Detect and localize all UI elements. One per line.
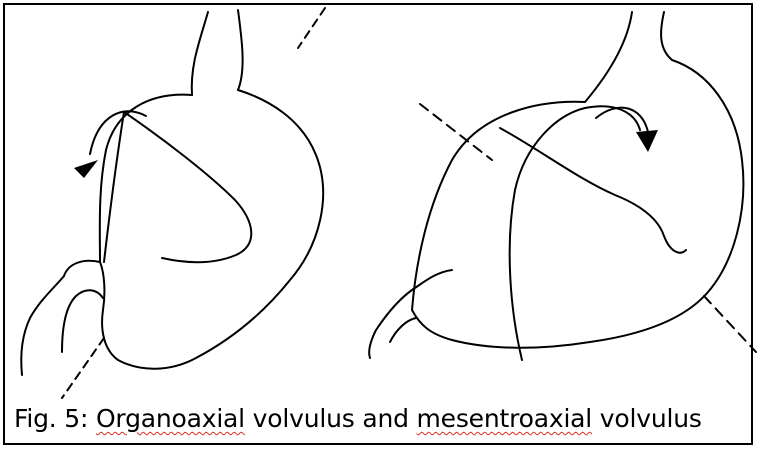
caption-word-mesentroaxial: mesentroaxial bbox=[417, 404, 593, 433]
mesentroaxial-esophagus-left bbox=[585, 12, 632, 102]
organoaxial-esophagus-right bbox=[238, 10, 243, 90]
mesentroaxial-esophagus-right bbox=[661, 12, 672, 60]
mesentroaxial-axis-lower bbox=[704, 296, 756, 352]
caption-suffix: volvulus bbox=[592, 404, 702, 433]
caption-word-organoaxial: Organoaxial bbox=[96, 404, 245, 433]
organoaxial-esophagus-left bbox=[192, 12, 208, 95]
organoaxial-inner-fold bbox=[124, 112, 251, 262]
mesentroaxial-panel bbox=[369, 12, 756, 360]
organoaxial-fold-connector bbox=[104, 112, 124, 262]
figure-caption: Fig. 5: Organoaxial volvulus and mesentr… bbox=[14, 404, 702, 433]
caption-prefix: Fig. 5: bbox=[14, 404, 96, 433]
mesentroaxial-duodenum-upper bbox=[369, 270, 452, 358]
organoaxial-arrowhead bbox=[74, 160, 98, 178]
organoaxial-panel bbox=[21, 8, 325, 398]
mesentroaxial-duodenum-lower bbox=[390, 318, 416, 342]
mesentroaxial-axis-upper bbox=[420, 104, 492, 160]
organoaxial-duodenum-lower bbox=[62, 290, 103, 352]
organoaxial-axis-lower bbox=[62, 338, 104, 398]
organoaxial-stomach-outline bbox=[100, 90, 323, 369]
mesentroaxial-inner-fold bbox=[500, 128, 686, 253]
caption-middle: volvulus and bbox=[245, 404, 417, 433]
organoaxial-axis-upper bbox=[298, 8, 325, 48]
mesentroaxial-arrowhead bbox=[636, 130, 658, 152]
mesentroaxial-stomach-outline bbox=[412, 60, 743, 348]
organoaxial-duodenum-upper bbox=[21, 261, 100, 375]
